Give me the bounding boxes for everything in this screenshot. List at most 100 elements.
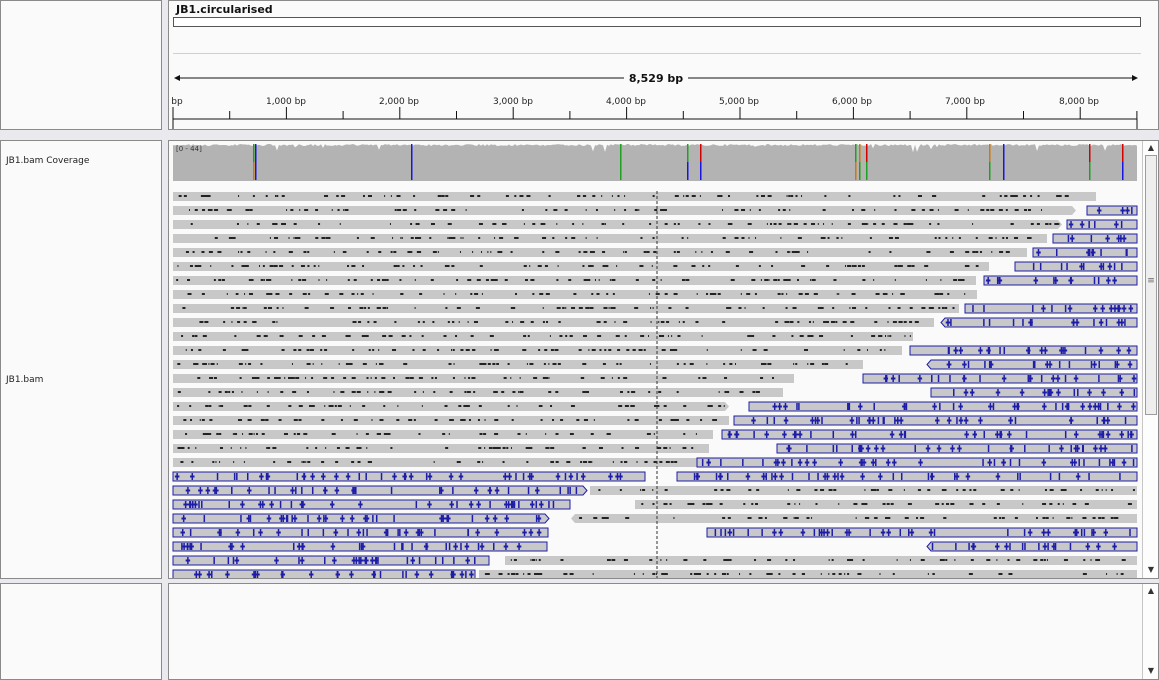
feature-panel[interactable]: ▲ ▼ [168, 583, 1159, 680]
mismatch-marker [335, 461, 339, 463]
mismatch-marker [542, 251, 545, 253]
insertion-marker [693, 473, 696, 480]
mismatch-marker [791, 335, 794, 337]
feature-scrollbar[interactable]: ▲ ▼ [1142, 584, 1158, 679]
mismatch-marker [256, 335, 261, 337]
mismatch-marker [728, 223, 733, 225]
read-body [1014, 261, 1138, 272]
mismatch-marker [743, 503, 746, 505]
mismatch-marker [691, 195, 696, 197]
mismatch-marker [288, 237, 290, 239]
insertion-marker [1051, 545, 1057, 548]
read [172, 569, 476, 578]
mismatch-marker [460, 419, 463, 421]
mismatch-marker [214, 209, 219, 211]
mismatch-marker [853, 265, 857, 267]
insertion-marker [797, 433, 803, 436]
feature-scroll-up-arrow[interactable]: ▲ [1147, 586, 1155, 595]
mismatch-marker [871, 335, 876, 337]
track-name-panel[interactable]: JB1.bam Coverage JB1.bam [0, 140, 162, 579]
mismatch-marker [596, 321, 601, 323]
mismatch-marker [730, 279, 735, 281]
insertion-marker [300, 503, 306, 506]
mismatch-marker [456, 461, 461, 463]
insertion-marker [1014, 417, 1017, 424]
mismatch-marker [450, 237, 453, 239]
alignment-scrollbar[interactable]: ▲ ≡ ▼ [1142, 141, 1158, 578]
insertion-marker [1112, 545, 1117, 548]
mismatch-marker [325, 447, 327, 449]
insertion-marker [949, 375, 951, 382]
scroll-thumb[interactable]: ≡ [1145, 155, 1157, 415]
mismatch-marker [969, 489, 972, 491]
insertion-marker [427, 503, 432, 506]
mismatch-marker [793, 223, 795, 225]
alignment-view[interactable]: [0 - 44] [169, 141, 1141, 578]
mismatch-marker [435, 209, 440, 211]
insertion-marker [945, 321, 951, 324]
insertion-marker [489, 487, 491, 494]
mismatch-marker [356, 391, 361, 393]
ruler-panel[interactable]: JB1.circularised 8,529 bp bp 1,000 bp 2,… [168, 0, 1159, 130]
mismatch-marker [381, 377, 386, 379]
mismatch-marker [356, 237, 359, 239]
insertion-marker [324, 557, 326, 564]
mismatch-marker [945, 559, 948, 561]
insertion-marker [812, 461, 817, 464]
mismatch-marker [394, 209, 397, 211]
mismatch-marker [764, 517, 767, 519]
scroll-down-arrow[interactable]: ▼ [1147, 565, 1155, 574]
mismatch-marker [619, 391, 623, 393]
mismatch-marker [218, 391, 222, 393]
mismatch-marker [653, 433, 655, 435]
mismatch-marker [894, 209, 897, 211]
tick-label: bp [171, 97, 183, 107]
insertion-marker [1017, 473, 1019, 480]
mismatch-marker [422, 321, 425, 323]
mismatch-marker [555, 251, 560, 253]
mismatch-marker [448, 363, 452, 365]
feature-scroll-down-arrow[interactable]: ▼ [1147, 666, 1155, 675]
data-panel[interactable]: [0 - 44] ▲ ≡ ▼ [168, 140, 1159, 579]
mismatch-marker [668, 307, 672, 309]
mismatch-marker [386, 279, 389, 281]
mismatch-marker [378, 349, 380, 351]
insertion-marker [415, 531, 421, 534]
insertion-marker [745, 475, 751, 478]
mismatch-marker [553, 209, 558, 211]
insertion-marker [1124, 417, 1127, 424]
insertion-marker [838, 461, 843, 464]
scroll-up-arrow[interactable]: ▲ [1147, 143, 1155, 152]
chromosome-ideogram[interactable] [173, 17, 1141, 27]
mismatch-marker [1015, 195, 1018, 197]
mismatch-marker [358, 447, 362, 449]
insertion-marker [492, 517, 498, 520]
mismatch-marker [750, 335, 755, 337]
mismatch-marker [515, 293, 518, 295]
insertion-marker [1047, 543, 1049, 550]
mismatch-marker [763, 349, 768, 351]
coverage-allele-bar [866, 144, 868, 162]
coverage-track-name[interactable]: JB1.bam Coverage [6, 156, 90, 166]
mismatch-marker [600, 349, 602, 351]
mismatch-marker [684, 447, 687, 449]
mismatch-marker [788, 279, 791, 281]
insertion-marker [1053, 279, 1059, 282]
mismatch-marker [260, 363, 263, 365]
insertion-marker [1121, 389, 1123, 396]
mismatch-marker [515, 573, 519, 575]
mismatch-marker [775, 251, 778, 253]
insertion-marker [445, 543, 447, 550]
alignment-reads[interactable] [172, 192, 1138, 578]
mismatch-marker [205, 405, 209, 407]
alignment-track-name[interactable]: JB1.bam [6, 375, 44, 385]
mismatch-marker [217, 251, 222, 253]
insertion-marker [536, 531, 542, 534]
mismatch-marker [650, 321, 652, 323]
mismatch-marker [867, 223, 869, 225]
mismatch-marker [256, 377, 260, 379]
mismatch-marker [460, 349, 464, 351]
mismatch-marker [401, 335, 406, 337]
insertion-marker [1075, 475, 1081, 478]
mismatch-marker [795, 517, 797, 519]
